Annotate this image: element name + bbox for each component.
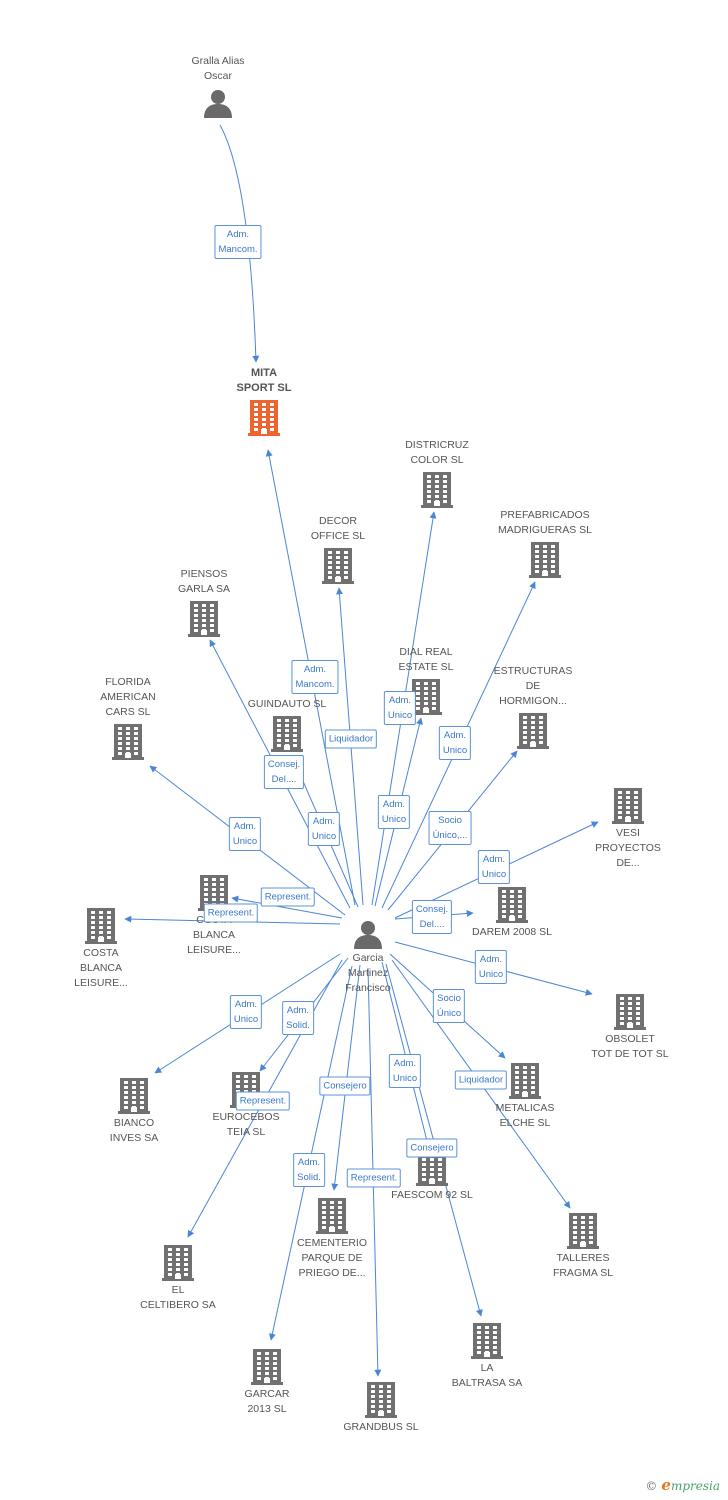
building-icon[interactable] bbox=[612, 788, 644, 829]
building-icon[interactable] bbox=[496, 887, 528, 928]
person-icon[interactable] bbox=[353, 919, 383, 954]
node-label-florida[interactable]: FLORIDA AMERICAN CARS SL bbox=[100, 676, 156, 718]
relation-label-metalicas[interactable]: Socio Único bbox=[432, 989, 466, 1023]
node-label-decor[interactable]: DECOR OFFICE SL bbox=[310, 515, 366, 542]
relation-label-eurocebos[interactable]: Adm. Solid. bbox=[282, 1001, 314, 1035]
building-icon[interactable] bbox=[322, 548, 354, 589]
building-icon[interactable] bbox=[85, 908, 117, 949]
node-label-prefab[interactable]: PREFABRICADOS MADRIGUERAS SL bbox=[498, 509, 592, 536]
relation-label-guindauto[interactable]: Adm. Unico bbox=[307, 812, 341, 846]
relation-label-piensos[interactable]: Consej. Del.... bbox=[263, 755, 305, 789]
node-label-districruz[interactable]: DISTRICRUZ COLOR SL bbox=[405, 439, 469, 466]
node-label-cementerio[interactable]: CEMENTERIO PARQUE DE PRIEGO DE... bbox=[296, 1237, 367, 1279]
node-label-eurocebos[interactable]: EUROCEBOS TEIA SL bbox=[212, 1111, 280, 1138]
node-label-celtibero[interactable]: EL CELTIBERO SA bbox=[140, 1284, 216, 1311]
node-label-metalicas[interactable]: METALICAS ELCHE SL bbox=[495, 1102, 555, 1129]
brand-initial: e bbox=[661, 1476, 671, 1494]
node-label-estructuras[interactable]: ESTRUCTURAS DE HORMIGON... bbox=[493, 665, 573, 707]
relation-label-decor[interactable]: Liquidador bbox=[324, 729, 378, 749]
building-icon[interactable] bbox=[251, 1349, 283, 1390]
relation-label-costa2[interactable]: Represent. bbox=[203, 903, 259, 923]
relation-label-costa1[interactable]: Represent. bbox=[260, 887, 316, 907]
node-label-gralla[interactable]: Gralla Alias Oscar bbox=[191, 55, 245, 82]
focus-building-icon[interactable] bbox=[248, 400, 280, 441]
node-label-garcar[interactable]: GARCAR 2013 SL bbox=[244, 1388, 290, 1415]
relation-label-grandbus[interactable]: Represent. bbox=[346, 1168, 402, 1188]
brand-footer: ©empresia bbox=[645, 1476, 720, 1494]
node-label-baltrasa[interactable]: LA BALTRASA SA bbox=[451, 1362, 523, 1389]
relation-label-cementerio[interactable]: Consejero bbox=[319, 1076, 371, 1096]
copyright-symbol: © bbox=[645, 1479, 658, 1493]
building-icon[interactable] bbox=[509, 1063, 541, 1104]
building-icon[interactable] bbox=[162, 1245, 194, 1286]
edge-garcia-costa1 bbox=[231, 895, 343, 919]
node-label-darem[interactable]: DAREM 2008 SL bbox=[472, 926, 552, 938]
building-icon[interactable] bbox=[112, 724, 144, 765]
edge-gralla-mita bbox=[219, 124, 260, 363]
relation-label-darem[interactable]: Consej. Del.... bbox=[411, 900, 453, 934]
relation-label-bianco[interactable]: Adm. Unico bbox=[229, 995, 263, 1029]
node-label-talleres[interactable]: TALLERES FRAGMA SL bbox=[552, 1252, 614, 1279]
relation-label-obsolet[interactable]: Adm. Unico bbox=[474, 950, 508, 984]
node-label-mita[interactable]: MITA SPORT SL bbox=[236, 367, 292, 394]
building-icon[interactable] bbox=[410, 679, 442, 720]
relation-label-estructuras[interactable]: Socio Único,... bbox=[428, 811, 472, 845]
node-label-faescom[interactable]: FAESCOM 92 SL bbox=[391, 1189, 473, 1201]
relation-label-mita[interactable]: Adm. Mancom. bbox=[214, 225, 262, 259]
relation-label-talleres[interactable]: Liquidador bbox=[454, 1070, 508, 1090]
relation-label-dialreal[interactable]: Adm. Unico bbox=[377, 795, 411, 829]
building-icon[interactable] bbox=[517, 713, 549, 754]
node-label-guindauto[interactable]: GUINDAUTO SL bbox=[247, 698, 327, 710]
person-icon[interactable] bbox=[203, 88, 233, 123]
relation-label-celtibero[interactable]: Represent. bbox=[235, 1091, 291, 1111]
building-icon[interactable] bbox=[421, 472, 453, 513]
node-label-costa1[interactable]: COSTA BLANCA LEISURE... bbox=[187, 914, 241, 956]
node-label-dialreal[interactable]: DIAL REAL ESTATE SL bbox=[398, 646, 454, 673]
relation-label-prefab[interactable]: Adm. Unico bbox=[438, 726, 472, 760]
relation-label-mita[interactable]: Adm. Mancom. bbox=[291, 660, 339, 694]
node-label-grandbus[interactable]: GRANDBUS SL bbox=[343, 1421, 419, 1433]
brand-name: mpresia bbox=[670, 1479, 720, 1493]
building-icon[interactable] bbox=[271, 716, 303, 757]
node-label-garcia[interactable]: Garcia Martinez Francisco bbox=[345, 952, 391, 994]
building-icon[interactable] bbox=[614, 994, 646, 1035]
node-label-bianco[interactable]: BIANCO INVES SA bbox=[109, 1117, 159, 1144]
relation-label-faescom[interactable]: Adm. Unico bbox=[388, 1054, 422, 1088]
node-label-costa2[interactable]: COSTA BLANCA LEISURE... bbox=[74, 947, 128, 989]
building-icon[interactable] bbox=[567, 1213, 599, 1254]
relation-label-florida[interactable]: Adm. Unico bbox=[228, 817, 262, 851]
relation-label-garcar[interactable]: Adm. Solid. bbox=[293, 1153, 325, 1187]
building-icon[interactable] bbox=[316, 1198, 348, 1239]
node-label-obsolet[interactable]: OBSOLET TOT DE TOT SL bbox=[591, 1033, 669, 1060]
building-icon[interactable] bbox=[529, 542, 561, 583]
relation-label-districruz[interactable]: Adm. Unico bbox=[383, 691, 417, 725]
node-label-piensos[interactable]: PIENSOS GARLA SA bbox=[178, 568, 230, 595]
building-icon[interactable] bbox=[118, 1078, 150, 1119]
relation-label-vesi[interactable]: Adm. Unico bbox=[477, 850, 511, 884]
building-icon[interactable] bbox=[471, 1323, 503, 1364]
building-icon[interactable] bbox=[188, 601, 220, 642]
building-icon[interactable] bbox=[365, 1382, 397, 1423]
node-label-vesi[interactable]: VESI PROYECTOS DE... bbox=[595, 827, 661, 869]
edge-garcia-faescom bbox=[381, 961, 430, 1146]
relation-label-baltrasa[interactable]: Consejero bbox=[406, 1138, 458, 1158]
